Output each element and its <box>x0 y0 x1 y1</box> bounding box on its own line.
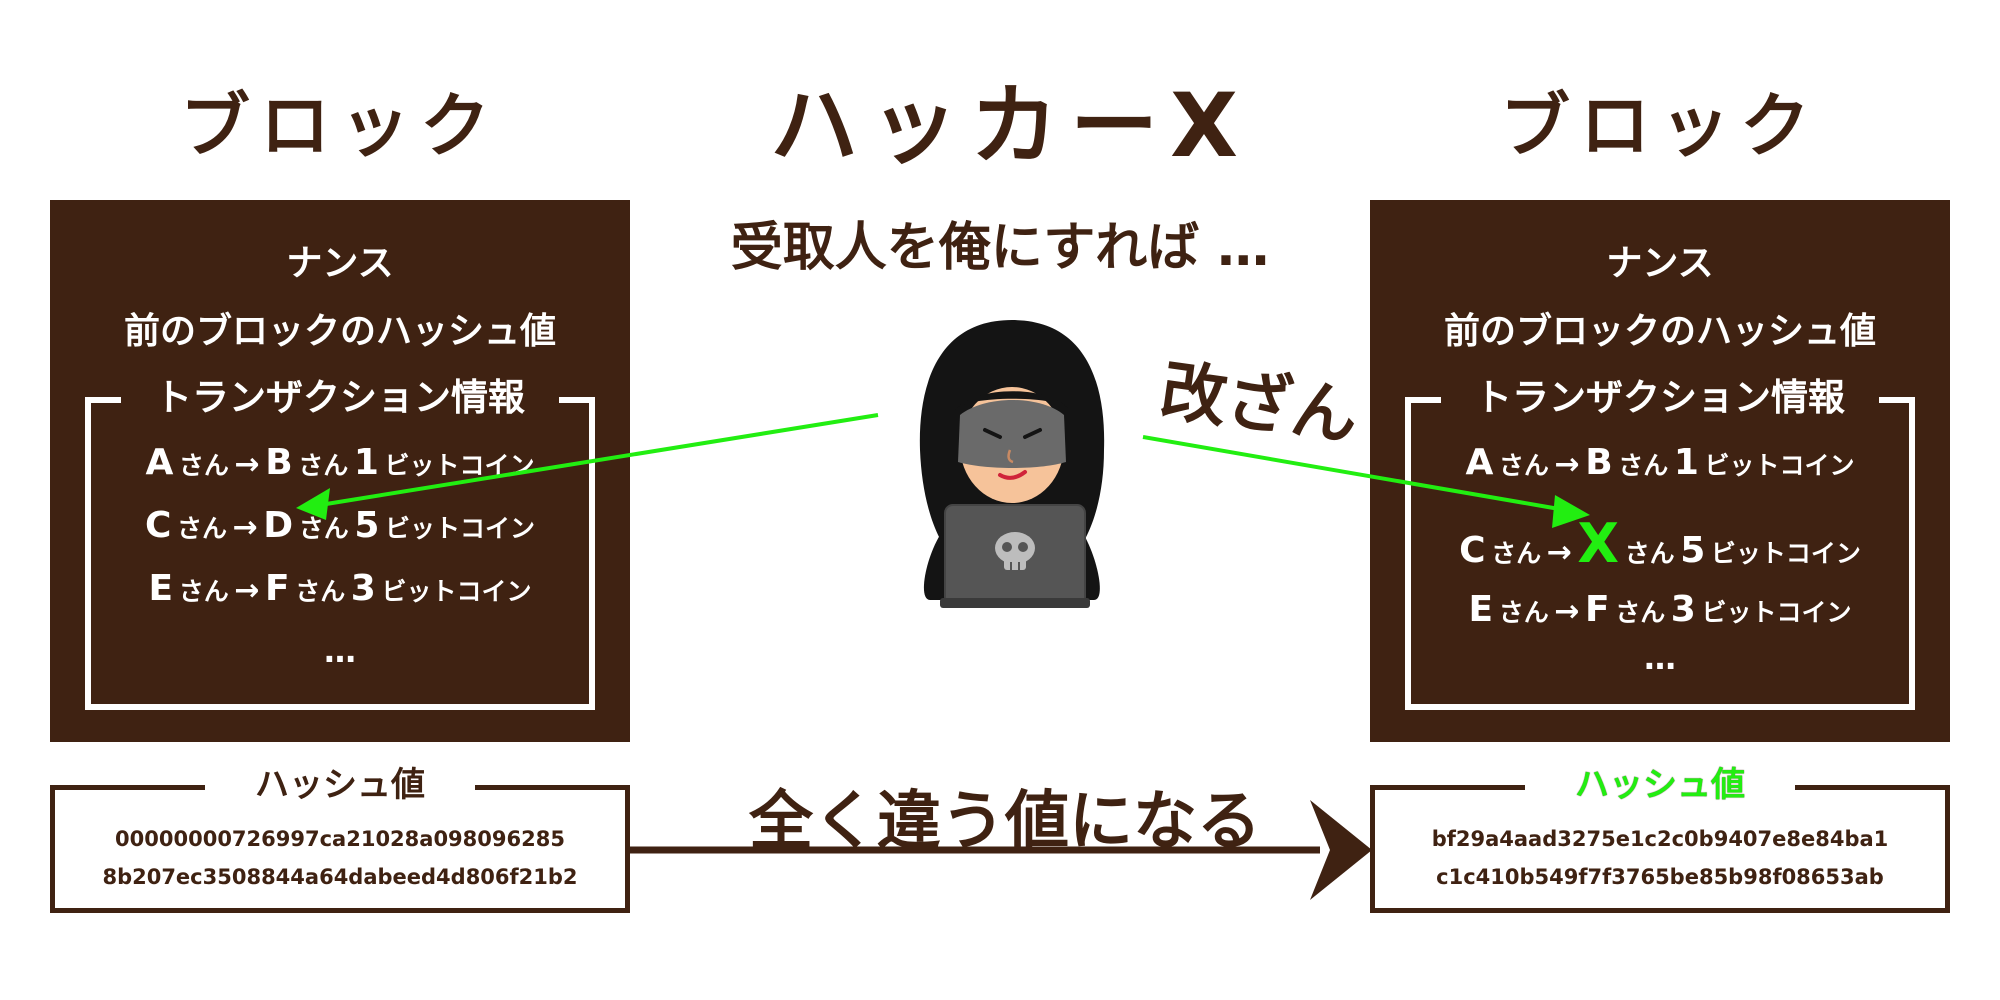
tx-san: さん <box>178 451 229 480</box>
transaction-row: E さん → F さん 3 ビットコイン <box>91 568 589 609</box>
tx-arrow: → <box>234 447 260 482</box>
hash-box-top-left <box>1375 785 1525 790</box>
right-hash-box: ハッシュ値 bf29a4aad3275e1c2c0b9407e8e84ba1 c… <box>1370 765 1950 913</box>
right-eye <box>1023 428 1042 439</box>
transaction-frame: トランザクション情報 A さん → B さん 1 ビットコイン C さん → D… <box>85 376 595 710</box>
tx-san: さん <box>1491 539 1542 568</box>
right-block-panel: ナンス 前のブロックのハッシュ値 トランザクション情報 A さん → B さん … <box>1370 200 1950 742</box>
tx-from: C <box>144 505 172 546</box>
tx-from: C <box>1459 530 1486 571</box>
hash-value-line: 8b207ec3508844a64dabeed4d806f21b2 <box>102 865 578 889</box>
transaction-frame: トランザクション情報 A さん → B さん 1 ビットコイン C さん → X… <box>1405 376 1915 710</box>
hash-box-top-right <box>1795 785 1945 790</box>
tx-amount: 1 <box>1673 442 1699 483</box>
hacker-thought: 受取人を俺にすれば … <box>730 218 1270 278</box>
frame-top-right <box>1879 397 1909 403</box>
tx-san: さん <box>1615 598 1666 627</box>
transaction-ellipsis: … <box>324 632 356 670</box>
skull-icon <box>995 532 1035 570</box>
tx-to: B <box>265 442 293 483</box>
tx-amount: 3 <box>350 568 376 609</box>
tx-san: さん <box>1498 598 1549 627</box>
hacker-title: ハッカーX <box>770 74 1250 177</box>
hash-value-line: 00000000726997ca21028a098096285 <box>115 827 565 851</box>
tx-san: さん <box>176 514 227 543</box>
tampered-recipient: X <box>1577 512 1620 575</box>
right-block-title: ブロック <box>1500 85 1820 167</box>
hash-box-top-left <box>55 785 205 790</box>
tx-from: E <box>148 568 174 609</box>
transaction-row: C さん → D さん 5 ビットコイン <box>91 505 589 546</box>
left-block-panel: ナンス 前のブロックのハッシュ値 トランザクション情報 A さん → B さん … <box>50 200 630 742</box>
tx-to: F <box>1585 589 1610 630</box>
transaction-row: A さん → B さん 1 ビットコイン <box>91 442 589 483</box>
tx-to: D <box>263 505 294 546</box>
left-eye <box>983 428 1002 439</box>
green-arrow-left <box>296 413 879 520</box>
tx-unit: ビットコイン <box>1704 451 1855 480</box>
tx-san: さん <box>1498 451 1549 480</box>
left-block-title: ブロック <box>180 85 500 167</box>
transaction-row: C さん → X さん 5 ビットコイン <box>1411 512 1909 575</box>
transaction-ellipsis: … <box>1644 639 1676 677</box>
frame-top-left <box>91 397 121 403</box>
nose <box>1007 449 1014 464</box>
hash-title: ハッシュ値 <box>255 765 425 805</box>
tx-to: B <box>1585 442 1613 483</box>
tx-san: さん <box>178 577 229 606</box>
hacker-illustration <box>919 320 1105 608</box>
tx-amount: 3 <box>1670 589 1696 630</box>
hash-box-top-right <box>475 785 625 790</box>
prev-hash-label: 前のブロックのハッシュ値 <box>123 311 556 352</box>
tx-unit: ビットコイン <box>1710 539 1861 568</box>
hash-value-line: bf29a4aad3275e1c2c0b9407e8e84ba1 <box>1431 827 1889 851</box>
hash-value-line: c1c410b549f7f3765be85b98f08653ab <box>1436 865 1884 889</box>
nonce-label: ナンス <box>286 243 394 284</box>
tx-from: E <box>1468 589 1494 630</box>
tx-arrow: → <box>232 510 258 545</box>
tx-to: F <box>265 568 290 609</box>
tx-san: さん <box>1618 451 1669 480</box>
transaction-row: E さん → F さん 3 ビットコイン <box>1411 589 1909 630</box>
transaction-row: A さん → B さん 1 ビットコイン <box>1411 442 1909 483</box>
tx-amount: 5 <box>1680 530 1706 571</box>
tx-arrow: → <box>1554 594 1580 629</box>
tx-arrow: → <box>1554 447 1580 482</box>
hash-title-changed: ハッシュ値 <box>1575 765 1745 805</box>
prev-hash-label: 前のブロックのハッシュ値 <box>1443 311 1876 352</box>
tx-unit: ビットコイン <box>385 514 536 543</box>
left-hash-box: ハッシュ値 00000000726997ca21028a098096285 8b… <box>50 765 630 913</box>
tx-amount: 1 <box>353 442 379 483</box>
tx-from: A <box>1465 442 1494 483</box>
mouth <box>998 470 1027 480</box>
tx-san: さん <box>1624 539 1675 568</box>
nonce-label: ナンス <box>1606 243 1714 284</box>
hash-change-arrow <box>625 800 1372 900</box>
transaction-title: トランザクション情報 <box>1475 376 1845 419</box>
tx-arrow: → <box>234 573 260 608</box>
frame-top-left <box>1411 397 1441 403</box>
transaction-title: トランザクション情報 <box>155 376 525 419</box>
tx-from: A <box>145 442 174 483</box>
tx-amount: 5 <box>354 505 380 546</box>
laptop-base <box>940 598 1090 608</box>
hood-rim <box>955 391 1070 410</box>
tx-arrow: → <box>1546 535 1572 570</box>
frame-top-right <box>559 397 589 403</box>
mask <box>958 400 1066 468</box>
tx-unit: ビットコイン <box>1701 598 1852 627</box>
tx-san: さん <box>298 451 349 480</box>
tx-san: さん <box>295 577 346 606</box>
green-arrow-right <box>1142 435 1590 528</box>
tx-unit: ビットコイン <box>381 577 532 606</box>
